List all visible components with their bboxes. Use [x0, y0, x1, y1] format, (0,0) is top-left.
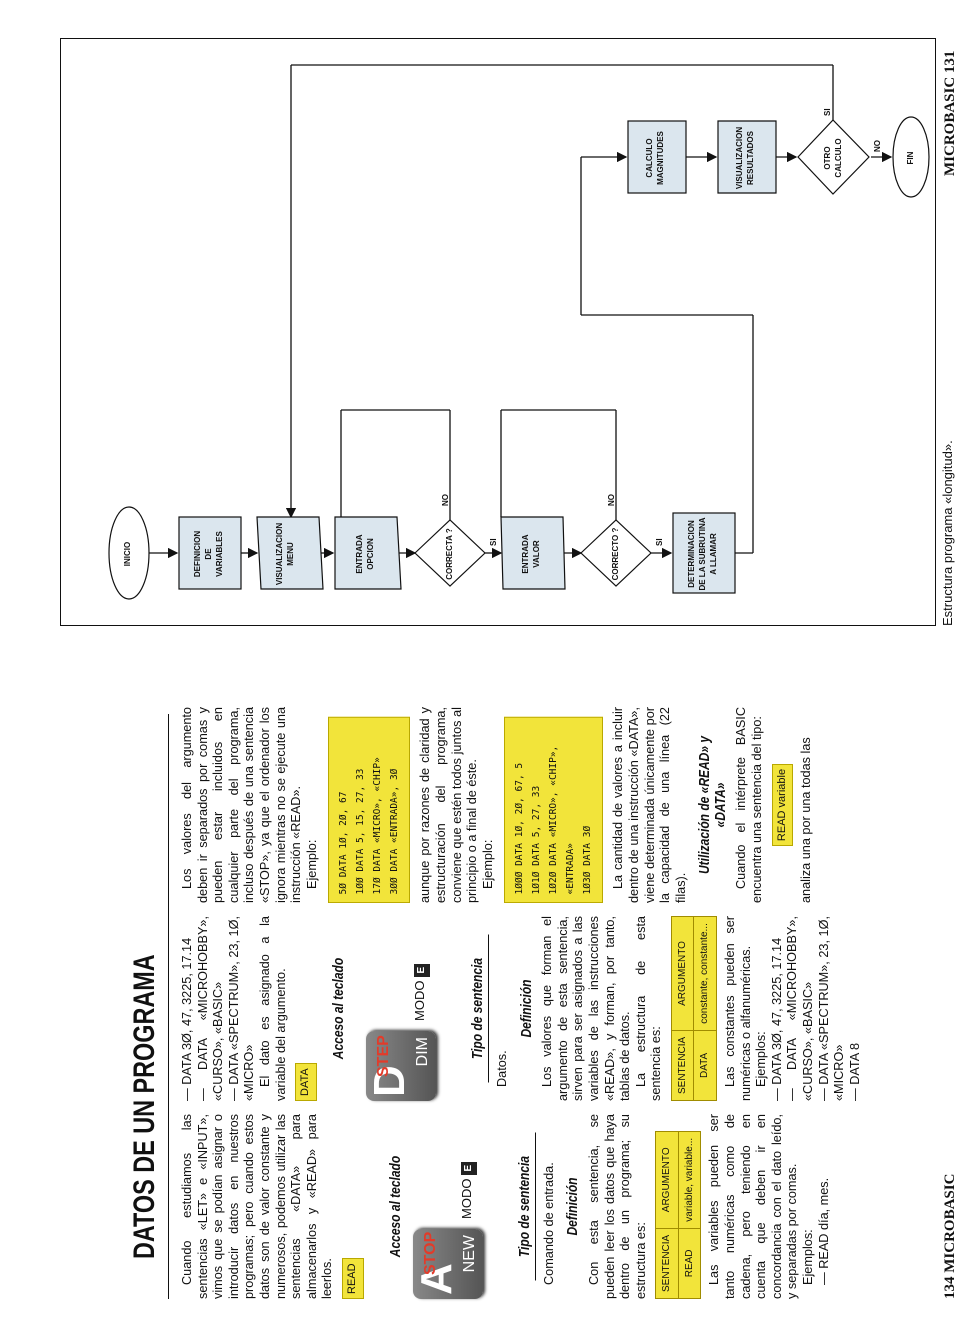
- column-3: Los valores del argumento deben ir separ…: [180, 707, 815, 903]
- asignacion-text: El dato es asignado a la variable del ar…: [257, 916, 288, 1101]
- paragraph: La cantidad de valores a incluir dentro …: [611, 707, 688, 903]
- title-rule: [168, 714, 169, 1299]
- label-si: SI: [489, 538, 498, 546]
- key-word: DIM: [413, 1037, 431, 1067]
- example-line: — DATA «SPECTRUM», 23, 1Ø, «MICRO»: [226, 916, 257, 1101]
- example-line: — DATA «MICROHOBBY», «CURSO», «BASIC»: [195, 916, 226, 1101]
- node-correcto: CORRECTO ?: [611, 527, 620, 581]
- read-variable-tag: READ variable: [771, 763, 794, 847]
- estructura-text: La estructura de esta sentencia es:: [633, 916, 664, 1101]
- label-si: SI: [823, 108, 832, 116]
- acceso-heading: Acceso al teclado: [386, 1155, 404, 1258]
- page-footer-left: 134 MICROBASIC: [942, 1173, 958, 1299]
- node-inicio: INICIO: [123, 541, 132, 567]
- label-si: SI: [655, 538, 664, 546]
- flowchart-caption: Estructura programa «longitud».: [940, 440, 955, 626]
- paragraph: Cuando el intérprete BASIC encuentra una…: [734, 707, 765, 903]
- left-page: DATOS DE UN PROGRAMA Cuando estudiamos l…: [0, 664, 970, 1329]
- paragraph: aunque por razones de claridad y estruct…: [418, 707, 480, 903]
- key-d-step-dim: D STEP DIM: [365, 1031, 437, 1101]
- column-2: — DATA 3Ø, 47, 3225, 17.14 — DATA «MICRO…: [180, 916, 863, 1101]
- definicion-heading: Definición: [517, 979, 535, 1038]
- modo-label: MODOE: [459, 1161, 477, 1219]
- ejemplo-label: Ejemplo:: [304, 839, 319, 889]
- page-title: DATOS DE UN PROGRAMA: [128, 954, 161, 1259]
- page-footer-right: MICROBASIC 131: [942, 50, 958, 176]
- node-correcta: CORRECTA ?: [445, 528, 454, 580]
- variables-text: Las variables pueden ser tanto numéricas…: [707, 1114, 800, 1299]
- example-line: — DATA «SPECTRUM», 23, 1Ø, «MICRO»: [816, 916, 847, 1101]
- ejemplos-label: Ejemplos:: [754, 1031, 769, 1087]
- flowchart-frame: [60, 38, 936, 626]
- label-no: NO: [607, 494, 616, 506]
- example-line: — DATA «MICROHOBBY», «CURSO», «BASIC»: [785, 916, 816, 1101]
- utilizacion-heading: Utilización de «READ» y «DATA»: [696, 735, 729, 875]
- paragraph: Los valores del argumento deben ir separ…: [180, 707, 304, 903]
- label-no: NO: [441, 494, 450, 506]
- tipo-heading: Tipo de sentencia: [516, 1132, 536, 1281]
- node-fin: FIN: [906, 151, 915, 165]
- acceso-heading: Acceso al teclado: [329, 957, 347, 1060]
- modo-label: MODOE: [412, 963, 430, 1021]
- data-tag: DATA: [295, 1063, 317, 1101]
- key-area: A STOP NEW MODOE: [409, 1114, 509, 1299]
- key-word: NEW: [460, 1235, 478, 1273]
- example-line: — DATA 3Ø, 47, 3225, 17.14: [769, 937, 784, 1101]
- label-no: NO: [873, 140, 882, 152]
- paragraph: analiza una por una todas las: [799, 737, 814, 903]
- key-red-label: STOP: [422, 1231, 440, 1275]
- example-line: — DATA 8: [847, 1042, 862, 1101]
- flowchart: [108, 64, 930, 600]
- example-line: — DATA 3Ø, 47, 3225, 17.14: [180, 937, 194, 1101]
- tipo-text: Datos.: [494, 1050, 509, 1087]
- key-area: D STEP DIM MODOE: [352, 916, 462, 1101]
- example-line: — READ día, mes.: [816, 1177, 831, 1285]
- definicion-text: Con esta sentencia, se pueden leer los d…: [586, 1114, 648, 1299]
- key-red-label: STEP: [375, 1035, 393, 1077]
- constantes-text: Las constantes pueden ser numéricas o al…: [723, 916, 753, 1101]
- tipo-text: Comando de entrada.: [541, 1162, 556, 1285]
- intro-paragraph: Cuando estudiamos las sentencias «LET» e…: [180, 1114, 335, 1299]
- ejemplo-label: Ejemplo:: [480, 839, 495, 889]
- ejemplos-label: Ejemplos:: [801, 1229, 816, 1285]
- column-1: Cuando estudiamos las sentencias «LET» e…: [180, 1114, 832, 1299]
- key-a-stop-new: A STOP NEW: [412, 1229, 484, 1299]
- right-page: Estructura programa «longitud». MICROBAS…: [0, 0, 970, 664]
- definicion-text: Los valores que forman el argumento de e…: [540, 916, 633, 1101]
- tipo-heading: Tipo de sentencia: [469, 934, 489, 1083]
- definicion-heading: Definición: [564, 1177, 582, 1236]
- read-tag: READ: [341, 1258, 364, 1299]
